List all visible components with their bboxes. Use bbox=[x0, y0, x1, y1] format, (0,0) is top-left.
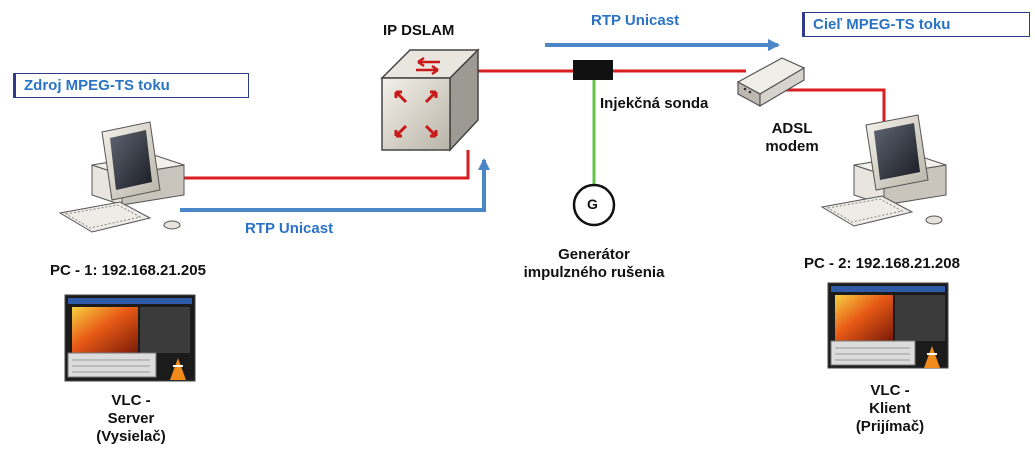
vlc-server-line2: Server bbox=[107, 410, 155, 427]
modem-label: ADSL modem bbox=[748, 120, 836, 156]
rtp-arrow-bottom bbox=[180, 158, 490, 212]
vlc-server-line3: (Vysielač) bbox=[96, 428, 166, 445]
pc2-label: PC - 2: 192.168.21.208 bbox=[804, 255, 960, 272]
dslam-label: IP DSLAM bbox=[383, 22, 455, 39]
target-stream-box: Cieľ MPEG-TS toku bbox=[802, 12, 1030, 37]
generator-label: Generátor impulzného rušenia bbox=[488, 246, 700, 282]
generator-label-line1: Generátor bbox=[558, 246, 630, 263]
vlc-screenshot-icon bbox=[64, 294, 196, 382]
generator-label-line2: impulzného rušenia bbox=[523, 264, 665, 281]
vlc-server-line1: VLC - bbox=[111, 392, 151, 409]
desktop-pc-icon bbox=[820, 114, 947, 227]
probe-icon bbox=[573, 60, 613, 80]
modem-label-line1: ADSL bbox=[771, 120, 813, 137]
modem-label-line2: modem bbox=[765, 138, 819, 155]
probe-label: Injekčná sonda bbox=[600, 95, 709, 112]
vlc-server-label: VLC - Server (Vysielač) bbox=[68, 392, 194, 446]
vlc-client-line1: VLC - bbox=[870, 382, 910, 399]
rtp-label-top: RTP Unicast bbox=[591, 12, 680, 29]
vlc-client-line2: Klient bbox=[869, 400, 911, 417]
red-link-modem-pc2 bbox=[786, 88, 886, 125]
desktop-pc-icon bbox=[58, 121, 185, 233]
generator-icon bbox=[572, 183, 616, 227]
vlc-client-line3: (Prijímač) bbox=[855, 418, 925, 435]
rtp-label-bottom: RTP Unicast bbox=[245, 220, 334, 237]
vlc-client-label: VLC - Klient (Prijímač) bbox=[830, 382, 950, 436]
source-stream-box: Zdroj MPEG-TS toku bbox=[13, 73, 249, 98]
source-stream-label: Zdroj MPEG-TS toku bbox=[24, 77, 170, 94]
generator-symbol: G bbox=[587, 196, 598, 212]
pc1-label: PC - 1: 192.168.21.205 bbox=[50, 262, 206, 279]
target-stream-label: Cieľ MPEG-TS toku bbox=[813, 16, 951, 33]
red-link-pc1-dslam bbox=[172, 150, 470, 180]
vlc-screenshot-icon bbox=[827, 282, 949, 369]
dslam-switch-icon bbox=[380, 48, 480, 152]
adsl-modem-icon bbox=[736, 57, 806, 108]
